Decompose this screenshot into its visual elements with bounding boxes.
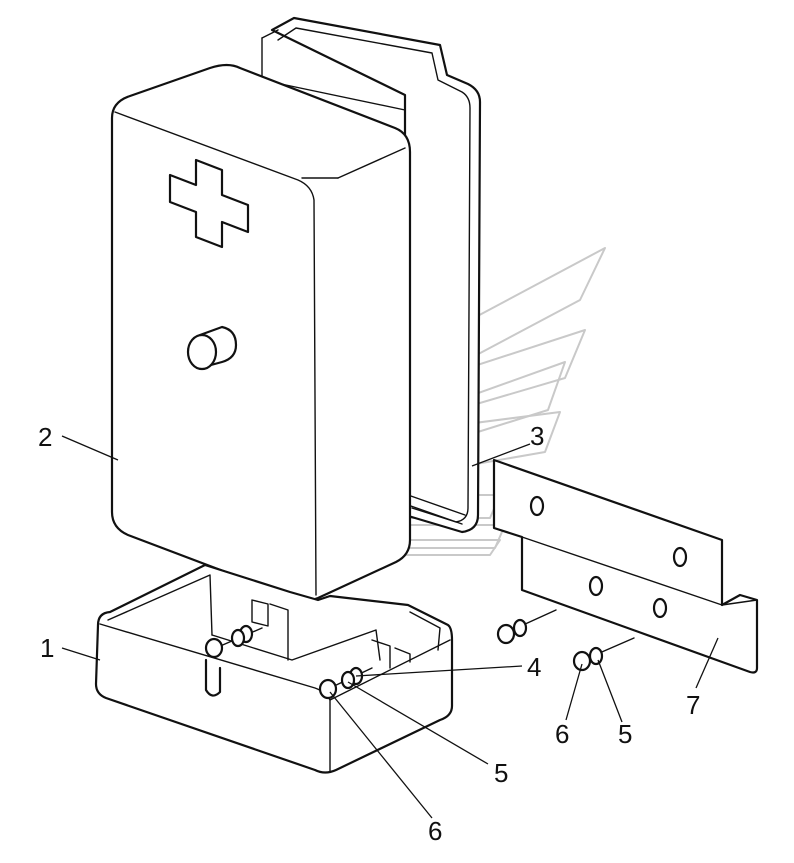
callout-5-bracket: 5 <box>618 719 632 749</box>
screw-icon <box>572 637 635 672</box>
callout-7: 7 <box>686 690 700 720</box>
screw-icon <box>496 609 557 645</box>
callout-2: 2 <box>38 422 52 452</box>
callout-3: 3 <box>530 421 544 451</box>
first-aid-cross-icon <box>168 158 250 249</box>
callout-6-bracket: 6 <box>555 719 569 749</box>
latch-knob-icon <box>186 325 238 371</box>
callout-1: 1 <box>40 633 54 663</box>
callout-6-tray: 6 <box>428 816 442 846</box>
callout-5-tray: 5 <box>494 758 508 788</box>
screw-icon <box>204 624 263 659</box>
base-tray-part-1 <box>94 563 454 774</box>
cabinet-lid-part-2 <box>110 63 412 602</box>
wall-bracket-part-7 <box>492 458 759 674</box>
leader-lines <box>61 435 719 819</box>
callout-4: 4 <box>527 652 541 682</box>
mounting-frame-part-3 <box>261 16 482 534</box>
